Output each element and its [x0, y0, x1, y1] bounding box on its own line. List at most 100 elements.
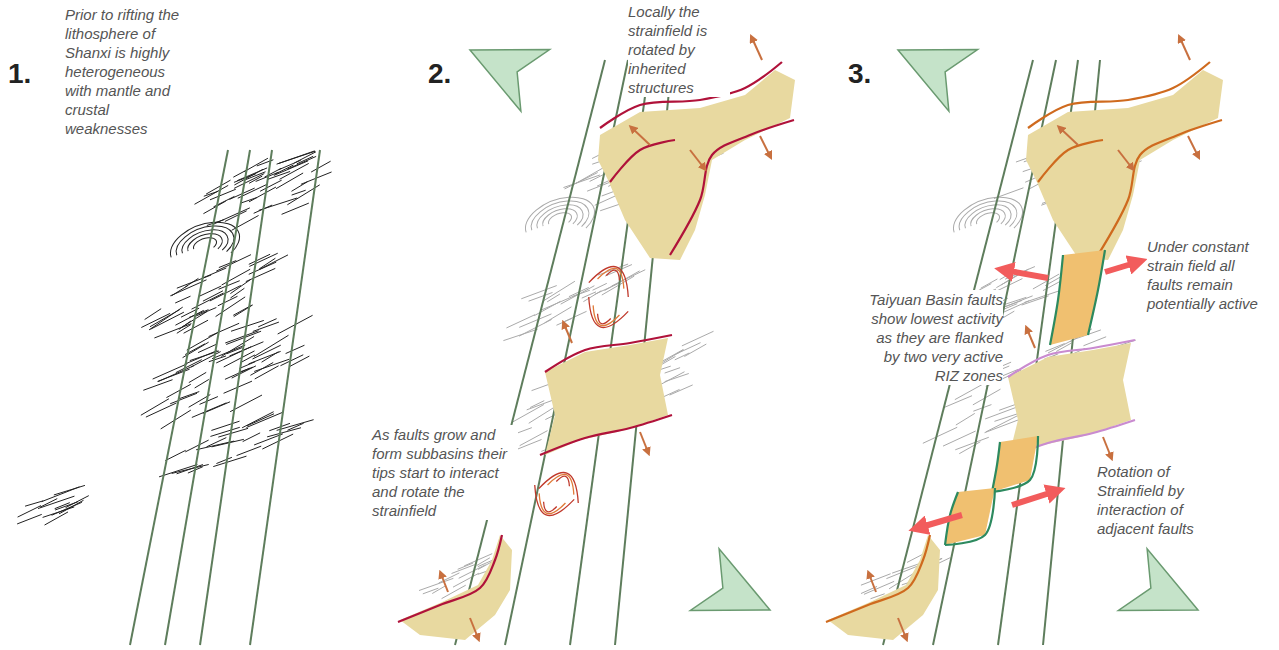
strain-stroke [276, 173, 302, 188]
strain-stroke [243, 433, 260, 441]
strain-stroke [612, 270, 645, 286]
bottom-subbasin [398, 535, 512, 640]
strain-stroke [665, 368, 680, 373]
strain-stroke [247, 412, 283, 427]
regional-stress-arrow [884, 19, 978, 111]
fault-line [1050, 255, 1063, 345]
strain-stroke [956, 437, 989, 449]
extension-arrow [752, 38, 762, 60]
strain-stroke [195, 380, 208, 388]
extension-arrow [470, 618, 478, 638]
strain-stroke [145, 309, 161, 319]
strain-stroke [219, 281, 239, 289]
swirl-structure [164, 213, 244, 272]
swirl-structure [185, 229, 225, 258]
strain-stroke [280, 164, 308, 179]
strain-stroke [529, 408, 553, 423]
fault-line [545, 335, 672, 372]
fault-line [1088, 250, 1105, 335]
strain-stroke [204, 201, 226, 213]
strain-stroke [195, 186, 228, 205]
extension-arrow [898, 618, 906, 638]
extension-arrow [760, 136, 770, 156]
strain-stroke [433, 586, 445, 593]
fault-line [826, 535, 930, 622]
strain-stroke [176, 296, 191, 303]
strain-stroke [224, 351, 254, 367]
strain-stroke [212, 345, 244, 358]
top-subbasin [1026, 38, 1223, 260]
strain-stroke [18, 506, 41, 517]
extension-arrow [441, 574, 448, 592]
extension-arrow [1060, 128, 1078, 145]
middle-subbasin [540, 324, 672, 455]
fault-line [670, 120, 794, 255]
strain-stroke [522, 286, 557, 299]
strain-stroke [232, 366, 256, 378]
strain-stroke [206, 180, 230, 194]
strain-stroke [180, 392, 199, 399]
panel-three [826, 19, 1223, 645]
strain-stroke [861, 574, 890, 585]
regional-stress-arrow [456, 19, 550, 111]
annotation-text: As faults grow and form subbasins their … [372, 425, 518, 520]
fault-tip-loop [589, 260, 637, 297]
strain-stroke [43, 507, 74, 517]
strain-stroke [573, 290, 589, 296]
strain-stroke [219, 428, 248, 437]
extension-arrow [564, 324, 572, 343]
strain-arrow [1004, 270, 1048, 278]
annotation-text: Taiyuan Basin faults show lowest activit… [858, 290, 1003, 385]
extension-arrow [1188, 136, 1198, 156]
mantle-weakness-line [165, 150, 250, 645]
strain-stroke [1046, 344, 1064, 352]
swirl-structure [171, 219, 238, 268]
strain-stroke [231, 279, 251, 293]
strain-stroke [458, 563, 473, 569]
strain-stroke [200, 397, 218, 405]
strain-stroke [227, 348, 242, 354]
basin-fill [400, 535, 512, 640]
strain-stroke [25, 501, 42, 506]
strain-stroke [172, 286, 188, 296]
strain-stroke [956, 414, 974, 425]
strain-stroke [516, 428, 532, 434]
swirl-structure [540, 204, 580, 233]
swirl-structure [961, 199, 1014, 238]
relay-basin-fill [992, 436, 1038, 492]
strain-stroke [662, 350, 683, 362]
fault-line [992, 436, 1038, 492]
fault-line [610, 140, 675, 182]
regional-stress-arrow [690, 549, 784, 641]
strain-stroke [249, 187, 275, 201]
annotation-text: Under constant strain field all faults r… [1147, 237, 1261, 313]
swirl-structure [192, 235, 219, 254]
extension-arrow [690, 150, 704, 168]
fault-line [540, 415, 672, 455]
strain-stroke [237, 446, 261, 455]
strain-stroke [214, 456, 246, 466]
strain-arrow [1012, 491, 1056, 505]
fault-tip-loop [526, 485, 574, 522]
panel-number: 2. [428, 58, 451, 90]
strain-stroke [234, 174, 264, 188]
strain-stroke [249, 262, 276, 274]
fault-line [1098, 120, 1222, 255]
strain-stroke [677, 343, 700, 354]
relay-basin-fill [1050, 250, 1105, 345]
strain-stroke [584, 291, 601, 302]
swirl-structure [547, 210, 574, 229]
strain-stroke [249, 352, 280, 364]
strain-stroke [675, 353, 689, 360]
strain-stroke [290, 356, 309, 366]
annotation-text: Locally the strainfield is rotated by in… [628, 2, 730, 97]
extension-arrow [869, 574, 876, 592]
strain-stroke [200, 286, 221, 296]
strain-stroke [1084, 337, 1106, 346]
bottom-subbasin [826, 535, 940, 640]
strain-stroke [225, 211, 246, 221]
strain-stroke [189, 373, 206, 383]
basin-fill [545, 338, 668, 455]
strain-stroke [176, 360, 201, 373]
strain-stroke [247, 414, 273, 426]
